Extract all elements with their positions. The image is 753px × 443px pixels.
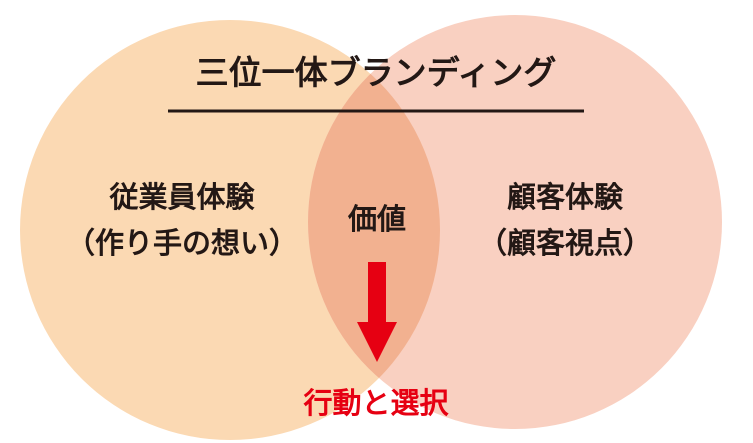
customer-experience-sublabel: （顧客視点） — [478, 226, 652, 260]
diagram-title: 三位一体ブランディング — [196, 53, 557, 92]
customer-experience-label: 顧客体験 — [507, 180, 624, 214]
down-arrow-icon — [357, 262, 397, 362]
employee-experience-label: 従業員体験 — [108, 180, 255, 214]
value-label: 価値 — [347, 202, 406, 236]
employee-experience-sublabel: （作り手の想い） — [66, 226, 298, 260]
action-and-choice-label: 行動と選択 — [302, 386, 449, 420]
